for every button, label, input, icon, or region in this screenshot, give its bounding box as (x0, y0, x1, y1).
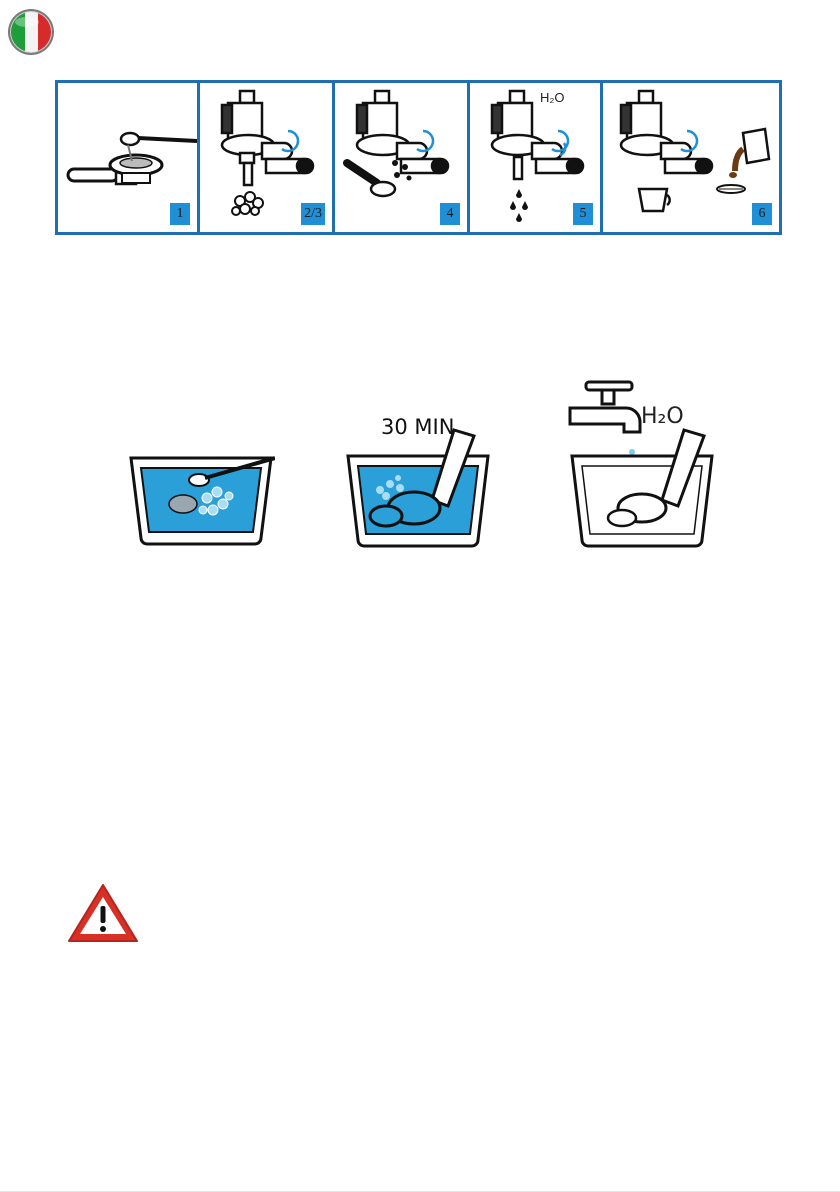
step-number-badge: 2/3 (301, 203, 325, 225)
soak-tub-30min (342, 420, 496, 550)
tap-rinse-icon (566, 380, 720, 550)
step-number-badge: 1 (170, 203, 190, 225)
step-number-badge: 4 (440, 203, 460, 225)
step-6-panel: 6 (603, 83, 779, 232)
tub-soak-icon (342, 420, 496, 550)
warning-triangle-icon (66, 882, 140, 944)
italian-flag-icon (7, 8, 55, 56)
step-number-badge: 6 (752, 203, 772, 225)
water-label: H₂O (540, 90, 565, 105)
step-4-panel: 4 (335, 83, 470, 232)
step-2-panel: 2/3 (200, 83, 335, 232)
soak-tub-dissolve (127, 452, 275, 548)
tub-stir-icon (127, 452, 275, 548)
step-1-panel: 1 (58, 83, 200, 232)
cleaning-steps-strip: 1 2/3 (55, 80, 782, 235)
rinse-tub (566, 380, 720, 550)
step-number-badge: 5 (573, 203, 593, 225)
step-5-panel: H₂O 5 (470, 83, 603, 232)
